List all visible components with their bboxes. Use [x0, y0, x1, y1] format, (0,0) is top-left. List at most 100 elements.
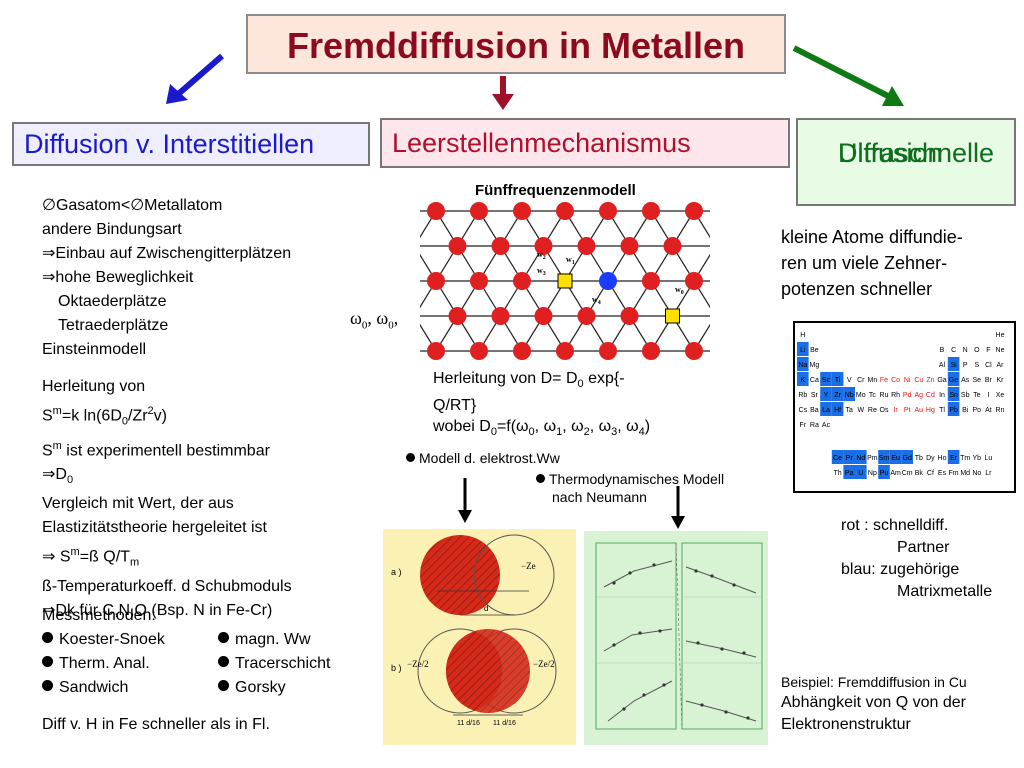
element-highlight: [855, 465, 867, 479]
model-title: Fünffrequenzenmodell: [475, 182, 636, 199]
element-symbol: Mn: [868, 377, 878, 384]
element-symbol: O: [974, 347, 980, 354]
element-symbol: Pm: [867, 455, 878, 462]
element-symbol: Ho: [938, 455, 947, 462]
element-symbol: K: [800, 377, 805, 384]
element-symbol: Cl: [985, 362, 992, 369]
element-symbol: S: [974, 362, 979, 369]
element-symbol: Fm: [949, 470, 959, 477]
element-symbol: Mo: [856, 392, 866, 399]
element-symbol: Lr: [985, 470, 992, 477]
element-symbol: Er: [950, 455, 958, 462]
lattice-atom: [577, 237, 596, 255]
element-symbol: La: [822, 407, 830, 414]
method-row: Therm. Anal.Tracerschicht: [42, 652, 330, 676]
jump-frequency-label: w0: [675, 285, 684, 296]
element-symbol: He: [996, 332, 1005, 339]
element-symbol: Dy: [926, 455, 935, 462]
svg-text:b ): b ): [391, 663, 402, 673]
element-symbol: W: [857, 407, 864, 414]
lattice-line: [693, 323, 710, 352]
element-symbol: Th: [834, 470, 842, 477]
lattice-line: [420, 323, 437, 352]
thermodynamic-model-bullet: Thermodynamisches Modell nach Neumann: [536, 470, 724, 506]
element-symbol: N: [963, 347, 968, 354]
lattice-atom: [427, 342, 445, 360]
element-symbol: Am: [890, 470, 901, 477]
element-symbol: Hg: [926, 407, 935, 414]
element-symbol: Bi: [962, 407, 969, 414]
element-symbol: Li: [800, 347, 806, 354]
element-symbol: Ga: [937, 377, 946, 384]
element-symbol: Gd: [903, 455, 912, 462]
element-symbol: V: [847, 377, 852, 384]
element-symbol: Cr: [857, 377, 865, 384]
element-symbol: Ge: [949, 377, 958, 384]
derivation-notes: Herleitung von Sm=k ln(6D0/Zr2v) Sm ist …: [42, 378, 292, 619]
element-symbol: Es: [938, 470, 947, 477]
element-symbol: As: [961, 377, 970, 384]
color-legend: rot : schnelldiff. Partner blau: zugehör…: [841, 517, 993, 600]
lattice-atom: [556, 202, 574, 220]
lattice-atom: [599, 342, 617, 360]
lattice-atom: [491, 307, 510, 325]
element-symbol: Nd: [856, 455, 865, 462]
model-derivation: Herleitung von D= D0 exp{- Q/RT} wobei D…: [433, 370, 651, 439]
hydrogen-note: Diff v. H in Fe schneller als in Fl.: [42, 716, 270, 733]
element-symbol: Re: [868, 407, 877, 414]
svg-text:−Ze/2: −Ze/2: [533, 659, 555, 669]
element-symbol: Hf: [834, 407, 841, 414]
element-symbol: Bk: [915, 470, 924, 477]
element-symbol: Ru: [880, 392, 889, 399]
element-highlight: [843, 387, 855, 401]
element-symbol: Eu: [891, 455, 900, 462]
element-symbol: U: [858, 470, 863, 477]
element-highlight: [831, 402, 844, 416]
element-symbol: Zn: [926, 377, 934, 384]
element-symbol: Ti: [835, 377, 841, 384]
element-symbol: Ni: [904, 377, 911, 384]
lattice-atom: [491, 237, 510, 255]
element-symbol: Ir: [893, 407, 898, 414]
vacancy-marker: [665, 308, 680, 324]
element-symbol: Pa: [845, 470, 854, 477]
lattice-line: [693, 210, 710, 239]
element-symbol: Np: [868, 470, 877, 477]
element-symbol: Na: [798, 362, 807, 369]
svg-text:−Ze/2: −Ze/2: [407, 659, 429, 669]
element-symbol: Ar: [997, 362, 1005, 369]
element-symbol: F: [986, 347, 990, 354]
box-vacancy-mechanism: Leerstellenmechanismus: [380, 118, 790, 168]
svg-text:11 d/16: 11 d/16: [493, 720, 516, 727]
element-highlight: [878, 450, 890, 464]
lattice-atom: [513, 342, 531, 360]
solute-atom: [599, 272, 617, 290]
element-symbol: Tb: [915, 455, 923, 462]
lattice-atom: [556, 342, 574, 360]
element-symbol: Mg: [810, 362, 820, 369]
element-symbol: Sc: [822, 377, 831, 384]
arrow-down-icon: [458, 478, 472, 523]
element-symbol: Y: [824, 392, 829, 399]
omega-label: ω0, ω0,: [350, 308, 399, 332]
element-symbol: Cu: [914, 377, 923, 384]
element-highlight: [947, 372, 960, 386]
element-symbol: Md: [960, 470, 970, 477]
element-symbol: Pb: [949, 407, 958, 414]
element-highlight: [820, 402, 832, 416]
element-symbol: Pt: [904, 407, 911, 414]
arrow-mid-icon: [492, 76, 514, 110]
element-symbol: Tm: [960, 455, 970, 462]
element-highlight: [889, 450, 902, 464]
lattice-atom: [470, 342, 488, 360]
element-symbol: C: [951, 347, 956, 354]
element-symbol: Ag: [915, 392, 924, 399]
element-highlight: [831, 450, 844, 464]
lattice-line: [420, 210, 437, 239]
element-highlight: [878, 465, 890, 479]
element-symbol: Tc: [869, 392, 877, 399]
element-highlight: [797, 372, 809, 386]
